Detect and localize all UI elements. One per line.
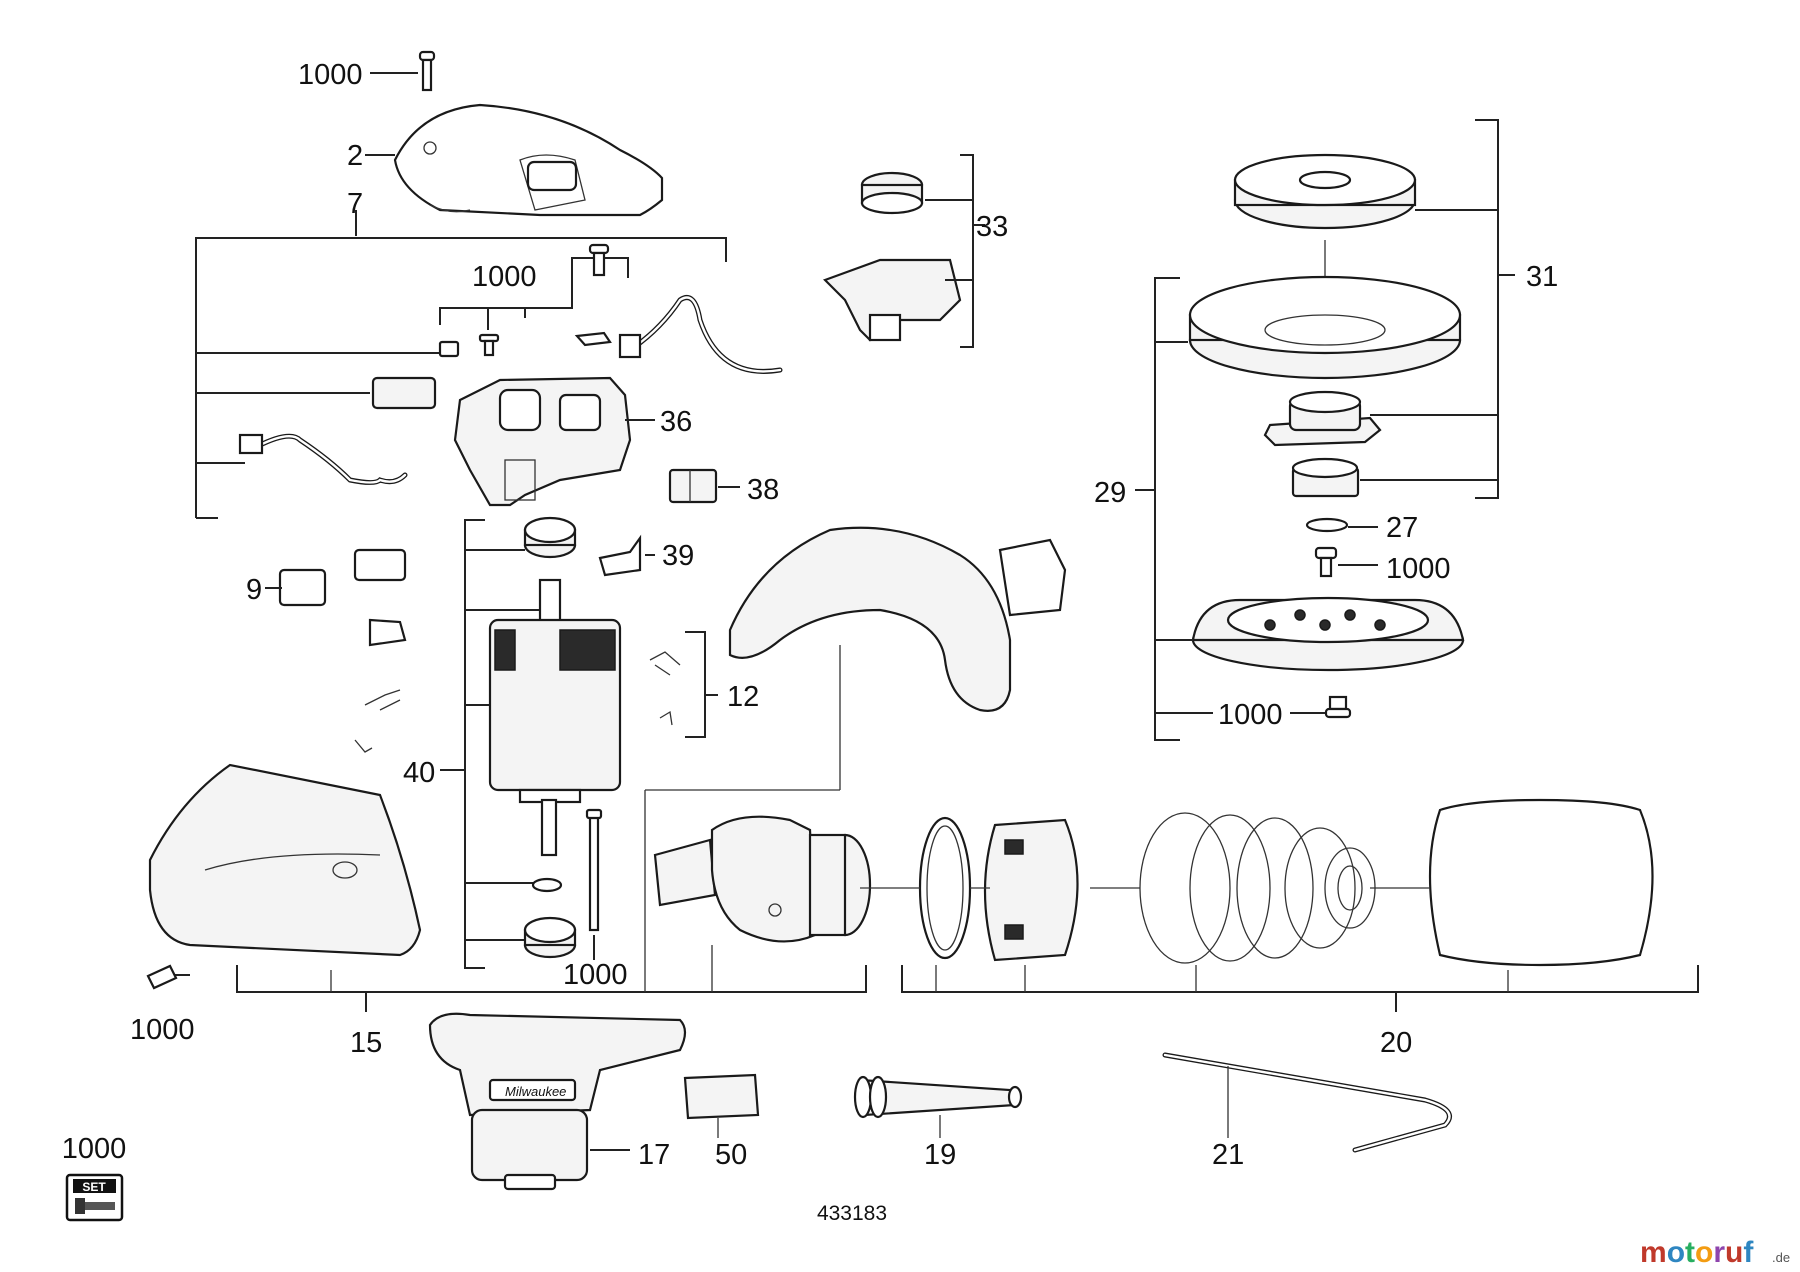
bracket-29: [1135, 277, 1213, 741]
label-39: 39: [662, 540, 694, 572]
bracket-31: [1475, 119, 1515, 499]
label-1000-left: 1000: [130, 1014, 195, 1046]
left-housing-cover: [148, 763, 422, 976]
handle-brand-logo: Milwaukee: [505, 1084, 566, 1099]
bracket-12: [649, 631, 718, 738]
part-20-components: [860, 798, 1654, 967]
label-1000-pad-bottom: 1000: [1218, 699, 1283, 731]
part-40-armature: [488, 516, 622, 960]
part-9-brush: [265, 548, 407, 607]
label-40: 40: [403, 757, 435, 789]
watermark-letter: r: [1713, 1236, 1725, 1269]
part-21-hex-key: [1162, 1052, 1452, 1153]
label-1000-pad: 1000: [1386, 553, 1451, 585]
part-33-switch: [823, 154, 985, 348]
screw-1000-top: [365, 50, 436, 156]
label-38: 38: [747, 474, 779, 506]
bracket-7: [195, 210, 727, 519]
label-19: 19: [924, 1139, 956, 1171]
part-27-washer: [1305, 517, 1378, 533]
label-1000-top: 1000: [298, 59, 363, 91]
bracket-15: [236, 945, 867, 1012]
label-36: 36: [660, 406, 692, 438]
part-38-terminal-block: [668, 468, 740, 504]
label-1000-inner: 1000: [472, 261, 537, 293]
set-badge-text: SET: [82, 1180, 106, 1194]
brush-clips: [354, 618, 407, 753]
part-17-handle-housing: Milwaukee: [428, 1012, 687, 1191]
label-50: 50: [715, 1139, 747, 1171]
part-2-top-cover: [393, 103, 664, 217]
part-31-bearing: [1291, 457, 1498, 498]
bracket-1000-inner: [439, 257, 629, 330]
label-9: 9: [246, 574, 262, 606]
bracket-40: [440, 519, 540, 969]
watermark: motoruf .de: [1640, 1236, 1790, 1269]
part-31-bearing-housing: [1263, 390, 1498, 447]
label-17: 17: [638, 1139, 670, 1171]
screw-1000-pad-bottom: [1290, 695, 1352, 719]
watermark-letter: f: [1743, 1236, 1754, 1269]
label-12: 12: [727, 681, 759, 713]
watermark-letter: t: [1685, 1236, 1695, 1269]
watermark-letter: o: [1695, 1236, 1713, 1269]
screw-1000-left: [146, 964, 178, 990]
label-15: 15: [350, 1027, 382, 1059]
label-1000-armature: 1000: [563, 959, 628, 991]
diagram-number: 433183: [817, 1202, 887, 1225]
label-33: 33: [976, 211, 1008, 243]
sanding-pad: [1155, 596, 1465, 672]
label-7: 7: [347, 188, 363, 220]
label-2: 2: [347, 140, 363, 172]
part-39-brush-holder: [598, 534, 655, 577]
part-labels: 1000 2 7 1000 36 38 39 9 12 40 1000 1000…: [130, 59, 1558, 1225]
label-27: 27: [1386, 512, 1418, 544]
label-20: 20: [1380, 1027, 1412, 1059]
part-29-pad-bearing-plate: [1155, 275, 1462, 380]
label-31: 31: [1526, 261, 1558, 293]
label-29: 29: [1094, 477, 1126, 509]
watermark-brand: motoruf: [1640, 1236, 1754, 1269]
part-19-dust-tube: [853, 1075, 1023, 1138]
set-badge-number: 1000: [62, 1133, 127, 1165]
watermark-suffix: .de: [1772, 1250, 1790, 1265]
part-15-housing-shell: [644, 526, 1067, 965]
watermark-letter: o: [1667, 1236, 1685, 1269]
watermark-letter: m: [1640, 1236, 1667, 1269]
part-50-pad: [683, 1073, 760, 1138]
part-7-components: [238, 243, 783, 485]
label-21: 21: [1212, 1139, 1244, 1171]
nose-guide-piece: [653, 815, 872, 943]
part-36-switch-housing: [453, 376, 655, 507]
screw-1000-pad: [1314, 546, 1378, 578]
bracket-20: [901, 965, 1699, 1012]
set-badge: SET 1000: [62, 1133, 127, 1222]
watermark-letter: u: [1725, 1236, 1743, 1269]
